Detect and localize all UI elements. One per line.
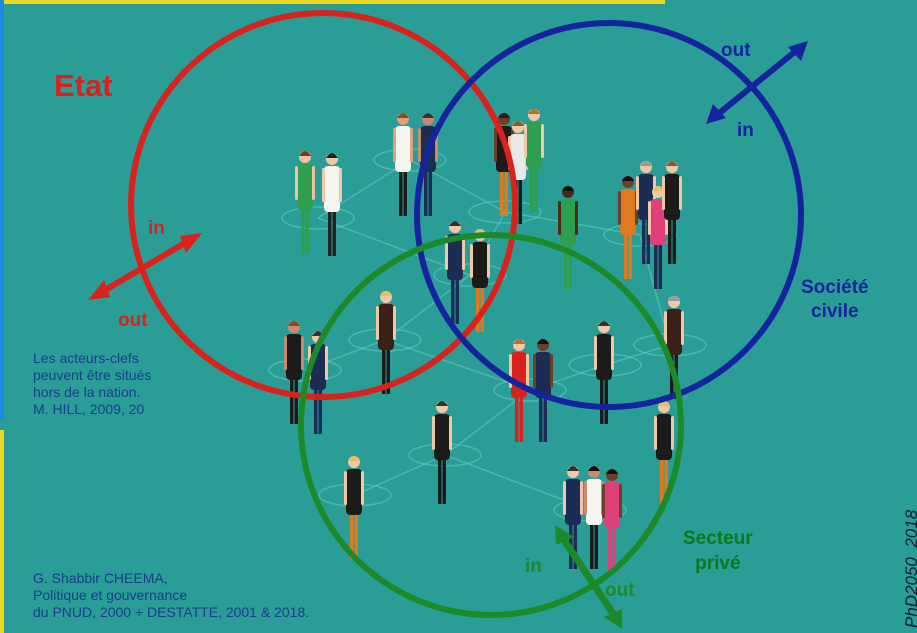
network-link — [317, 217, 471, 276]
person-figure — [344, 456, 364, 559]
person-figure — [376, 291, 396, 394]
person-figure — [662, 161, 682, 264]
person-figure — [295, 151, 315, 254]
secteur-prive-arrow-icon — [555, 525, 622, 629]
person-figure — [393, 113, 413, 216]
etat-circle — [128, 10, 518, 400]
person-figure — [558, 186, 578, 289]
person-figure — [524, 109, 544, 212]
network-node — [493, 378, 567, 402]
actors-note: Les acteurs-clefs peuvent être situés ho… — [33, 350, 152, 417]
societe-civile-in-label: in — [737, 120, 754, 141]
network-link — [384, 339, 531, 391]
person-figure — [636, 161, 656, 264]
top-accent-bar — [0, 0, 665, 4]
secteur-prive-in-label: in — [525, 556, 542, 577]
person-figure — [432, 401, 452, 504]
etat-arrow-icon — [88, 233, 202, 300]
network-node — [281, 206, 355, 230]
people-network-illustration — [268, 109, 707, 572]
person-figure — [654, 401, 674, 504]
secteur-prive-circle — [298, 232, 684, 618]
societe-civile-circle — [414, 20, 804, 410]
societe-civile-out-label: out — [721, 40, 751, 61]
network-link — [604, 344, 671, 366]
secteur-prive-out-label: out — [605, 580, 635, 601]
left-accent-bar-lower — [0, 430, 4, 633]
person-figure — [284, 321, 304, 424]
person-figure — [445, 221, 465, 324]
societe-civile-arrow-icon — [706, 41, 808, 124]
societe-civile-label: Société civile — [801, 277, 869, 322]
left-accent-bar — [0, 0, 4, 420]
source-note: G. Shabbir CHEEMA, Politique et gouverna… — [33, 570, 310, 620]
etat-label: Etat — [54, 68, 113, 103]
person-figure — [594, 321, 614, 424]
person-figure — [584, 466, 604, 569]
person-figure — [602, 469, 622, 572]
etat-in-label: in — [148, 218, 165, 239]
watermark: PhD2050_2018 — [902, 509, 917, 628]
person-figure — [563, 466, 583, 569]
person-figure — [618, 176, 638, 279]
person-figure — [322, 153, 342, 256]
secteur-prive-label: Secteur privé — [683, 528, 753, 574]
person-figure — [533, 339, 553, 442]
etat-out-label: out — [118, 310, 148, 331]
network-link — [354, 454, 446, 496]
